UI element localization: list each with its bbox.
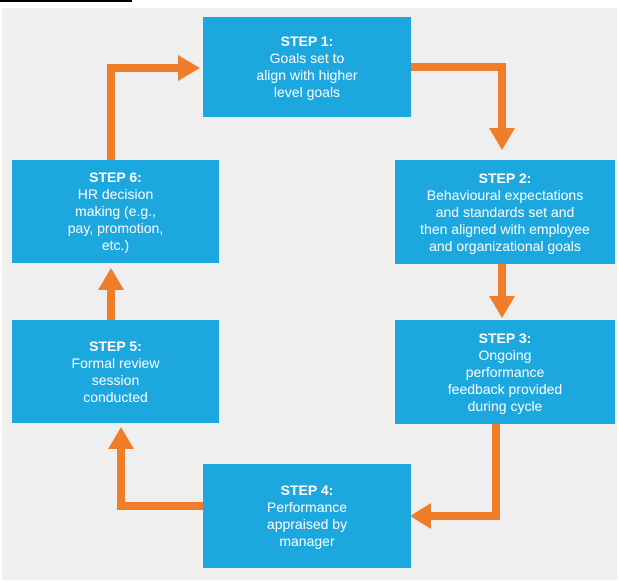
arrow-step3-to-step4	[431, 424, 500, 520]
arrowhead-step4	[410, 503, 431, 529]
step-3-box: STEP 3: Ongoing performance feedback pro…	[395, 320, 615, 424]
arrow-step6-to-step1	[107, 64, 178, 160]
arrow-step4-to-step5	[117, 449, 203, 510]
step-4-title: STEP 4:	[280, 482, 334, 498]
step-3-text: Ongoing performance feedback provided du…	[447, 346, 563, 414]
arrowhead-step3	[489, 296, 515, 318]
step-5-box: STEP 5: Formal review session conducted	[12, 320, 219, 423]
step-4-box: STEP 4: Performance appraised by manager	[203, 464, 411, 568]
step-2-box: STEP 2: Behavioural expectations and sta…	[395, 160, 615, 264]
step-2-title: STEP 2:	[478, 169, 532, 186]
step-1-title: STEP 1:	[280, 33, 334, 49]
step-5-text: Formal review session conducted	[71, 354, 160, 405]
step-4-text: Performance appraised by manager	[266, 499, 348, 549]
arrowhead-step2	[489, 128, 515, 150]
step-6-text: HR decision making (e.g., pay, promotion…	[67, 186, 164, 253]
step-1-box: STEP 1: Goals set to align with higher l…	[203, 17, 411, 117]
step-2-text: Behavioural expectations and standards s…	[420, 186, 590, 254]
step-1-text: Goals set to align with higher level goa…	[256, 50, 358, 100]
step-6-title: STEP 6:	[89, 169, 142, 185]
arrowhead-step5	[108, 427, 134, 449]
step-6-box: STEP 6: HR decision making (e.g., pay, p…	[12, 160, 219, 263]
step-3-title: STEP 3:	[478, 329, 532, 346]
arrowhead-step1	[178, 55, 200, 81]
arrowhead-step6	[98, 268, 124, 290]
top-rule	[0, 0, 132, 2]
arrow-step1-to-step2	[411, 63, 506, 128]
step-5-title: STEP 5:	[89, 337, 142, 354]
